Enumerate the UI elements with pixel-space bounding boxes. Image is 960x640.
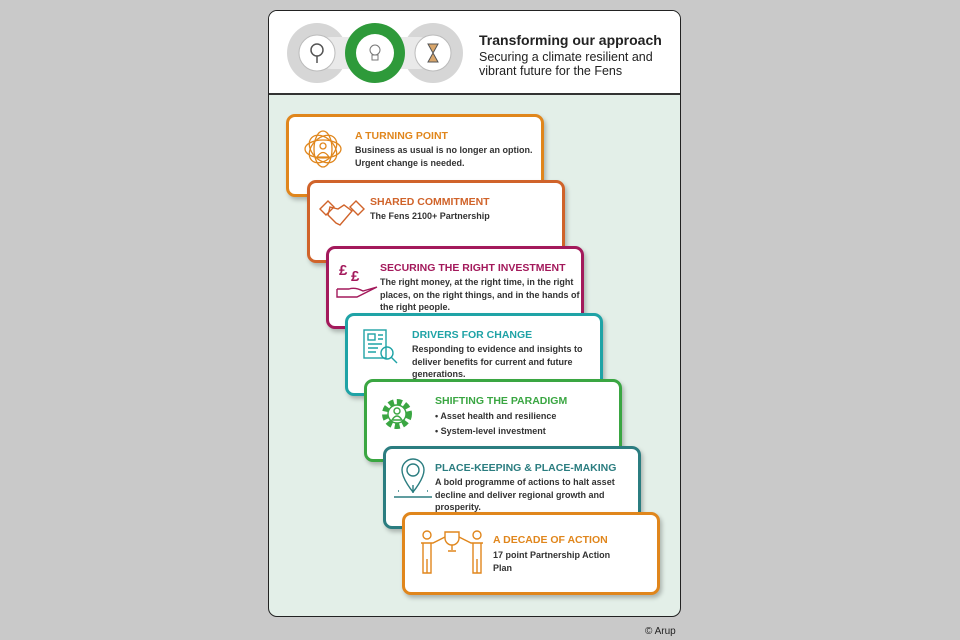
card-bullet: • Asset health and resilience [435, 411, 557, 421]
trophy-people-icon [421, 530, 483, 574]
card-body: The right money, at the right time, in t… [380, 277, 580, 312]
card-title: A TURNING POINT [355, 130, 448, 142]
card-bullet: • System-level investment [435, 426, 546, 436]
card-title: DRIVERS FOR CHANGE [412, 329, 533, 341]
card-body: The Fens 2100+ Partnership [370, 211, 490, 221]
card-title: A DECADE OF ACTION [493, 534, 608, 546]
pound-hand-icon: ££ [336, 262, 378, 298]
svg-text:£: £ [351, 268, 360, 285]
copyright: © Arup [645, 626, 676, 637]
header: Transforming our approach Securing a cli… [269, 11, 680, 95]
card-title: SECURING THE RIGHT INVESTMENT [380, 262, 566, 274]
card-decade-of-action: A DECADE OF ACTION 17 point Partnership … [402, 512, 660, 595]
gears-icon [287, 23, 463, 83]
card-title: SHIFTING THE PARADIGM [435, 395, 568, 407]
card-body: A bold programme of actions to halt asse… [435, 477, 615, 512]
card-body: Business as usual is no longer an option… [355, 145, 533, 168]
network-person-icon [304, 130, 342, 168]
card-body: Responding to evidence and insights to d… [412, 344, 583, 379]
page-title: Transforming our approach [479, 32, 662, 48]
card-title: SHARED COMMITMENT [370, 196, 490, 208]
gear-person-icon [382, 399, 412, 429]
location-pin-icon [394, 458, 432, 498]
card-body: 17 point Partnership Action Plan [493, 550, 611, 573]
handshake-icon [319, 200, 365, 226]
document-magnifier-icon [363, 329, 398, 364]
page-subtitle: Securing a climate resilient and vibrant… [479, 50, 653, 78]
card-title: PLACE-KEEPING & PLACE-MAKING [435, 462, 617, 474]
svg-text:£: £ [339, 262, 348, 279]
